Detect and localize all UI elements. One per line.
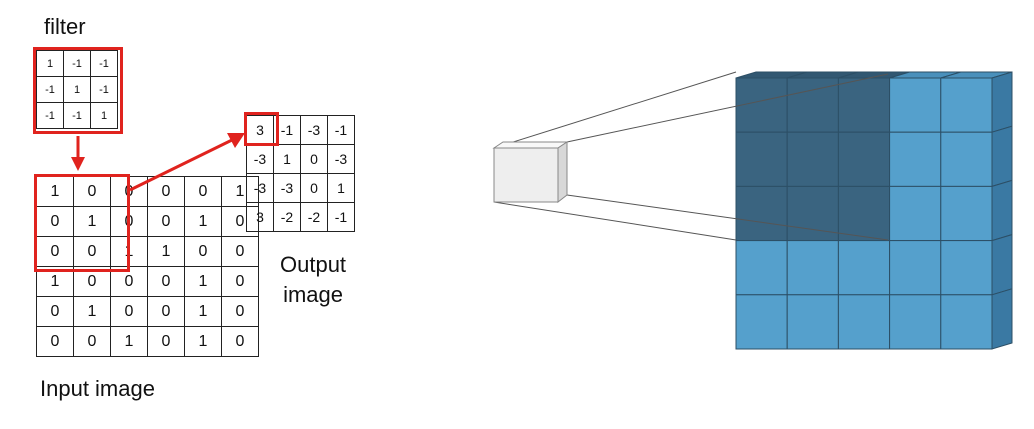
input-cell: 0 — [73, 176, 111, 207]
output-cell: -2 — [300, 202, 328, 232]
arrow-layer — [71, 133, 245, 192]
input-cell: 0 — [221, 296, 259, 327]
input-cell: 0 — [221, 326, 259, 357]
output-cell: 3 — [246, 202, 274, 232]
filter-to-input-arrowhead — [71, 157, 85, 171]
input-cell: 0 — [147, 326, 185, 357]
volume-block — [940, 240, 993, 296]
volume-block — [735, 294, 788, 350]
output-cell: -1 — [327, 202, 355, 232]
output-cell: 0 — [300, 173, 328, 203]
volume-top-face — [735, 71, 1013, 79]
volume-block — [889, 294, 942, 350]
input-image-label: Input image — [40, 376, 155, 401]
volume-block — [786, 294, 839, 350]
output-cell: 0 — [300, 144, 328, 174]
output-cell: -1 — [327, 115, 355, 145]
input-cell: 0 — [36, 296, 74, 327]
filter-cell: -1 — [90, 50, 118, 77]
output-cell: -3 — [300, 115, 328, 145]
volume-side-face — [991, 71, 1013, 350]
volume-block — [940, 185, 993, 242]
volume-block — [940, 294, 993, 350]
receptive-field-block — [837, 185, 891, 242]
volume-block — [786, 240, 839, 296]
input-cell: 1 — [73, 206, 111, 237]
input-cell: 0 — [36, 326, 74, 357]
receptive-field-block — [786, 131, 839, 187]
volume-block — [889, 131, 942, 187]
projection-lines — [493, 71, 889, 241]
filter-cube — [492, 141, 569, 204]
input-to-output-arrow — [129, 138, 233, 192]
receptive-field-block — [786, 77, 839, 133]
output-cell: 1 — [327, 173, 355, 203]
receptive-field-block — [735, 77, 788, 133]
projection-line — [566, 194, 889, 241]
receptive-field-block — [837, 131, 891, 187]
volume-side-cell — [991, 179, 1013, 242]
projection-line — [566, 73, 889, 143]
input-cell: 0 — [184, 236, 222, 267]
volume-front-grid — [735, 77, 993, 350]
filter-cell: -1 — [36, 102, 64, 129]
volume-block — [837, 294, 891, 350]
volume-side-cell — [991, 71, 1013, 133]
volume-block — [889, 185, 942, 242]
volume-side-cell — [991, 288, 1013, 350]
filter-cell: -1 — [90, 76, 118, 103]
receptive-field-block — [735, 131, 788, 187]
receptive-field-block — [837, 77, 891, 133]
volume-block — [735, 240, 788, 296]
volume-block — [889, 77, 942, 133]
volume-block — [837, 240, 891, 296]
receptive-field-block — [735, 185, 788, 242]
output-cell: 3 — [246, 115, 274, 145]
output-image-label: Output image — [280, 250, 346, 310]
feature-volume — [735, 71, 1013, 350]
input-cell: 1 — [184, 266, 222, 297]
volume-side-cell — [991, 125, 1013, 188]
input-cell: 1 — [110, 326, 148, 357]
volume-side-cell — [991, 233, 1013, 296]
filter-cube-top — [492, 141, 569, 149]
filter-cell: 1 — [90, 102, 118, 129]
3d-convolution-panel — [410, 0, 1034, 424]
filter-cube-side — [557, 141, 568, 204]
volume-block — [940, 77, 993, 133]
input-cell: 0 — [36, 206, 74, 237]
output-label-line1: Output — [280, 252, 347, 277]
filter-cube-front — [493, 147, 559, 203]
projection-line — [493, 201, 737, 241]
output-label-line2: image — [283, 282, 343, 307]
input-cell: 0 — [73, 236, 111, 267]
output-cell: -2 — [273, 202, 301, 232]
filter-cell: 1 — [63, 76, 91, 103]
filter-cell: -1 — [63, 102, 91, 129]
volume-block — [940, 131, 993, 187]
output-cell: -3 — [246, 173, 274, 203]
projection-line — [493, 71, 737, 149]
output-cell: -3 — [327, 144, 355, 174]
filter-label: filter — [44, 14, 86, 39]
filter-cell: 1 — [36, 50, 64, 77]
3d-convolution-illustration — [492, 71, 1013, 350]
volume-block — [889, 240, 942, 296]
input-to-output-arrowhead — [227, 133, 245, 148]
